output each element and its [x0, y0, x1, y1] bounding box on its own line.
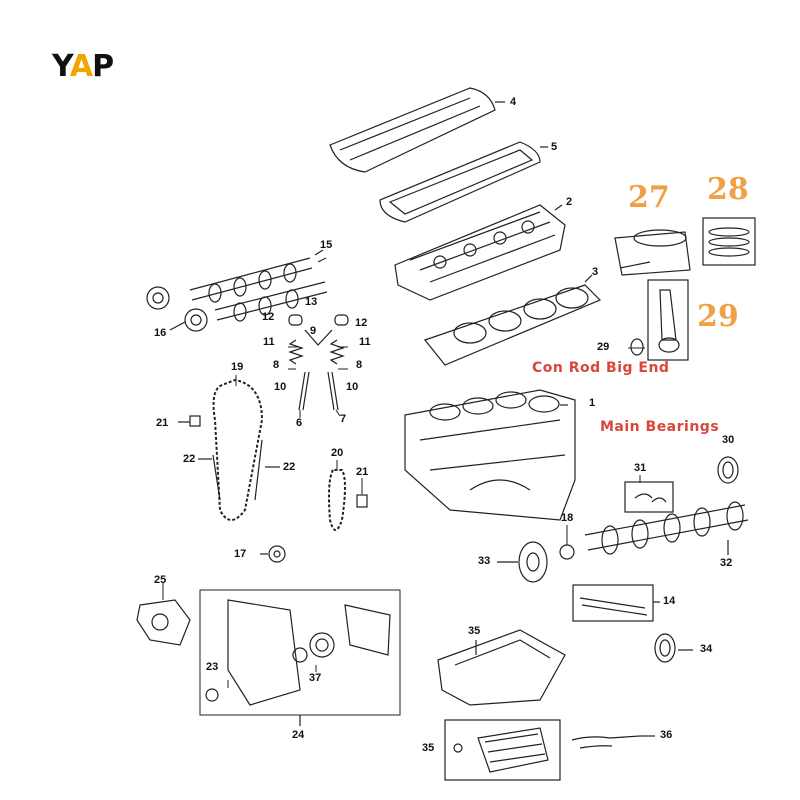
crankshaft-part — [584, 501, 749, 555]
callout-4: 4 — [510, 96, 517, 108]
callout-7: 7 — [340, 413, 347, 425]
oil-pan-part — [437, 629, 566, 706]
highlight-28: 28 — [707, 172, 749, 207]
callout-16: 16 — [154, 327, 167, 339]
timing-cover-box — [199, 589, 401, 726]
lower-oil-pan-part — [444, 719, 561, 781]
callout-3: 3 — [592, 266, 599, 278]
callout-10a: 10 — [274, 381, 287, 393]
callout-14: 14 — [663, 595, 676, 607]
rear-seal-part — [654, 633, 693, 663]
bearing-shells-part — [624, 481, 674, 513]
main-bearing-part — [717, 456, 739, 484]
note-con-rod-big-end: Con Rod Big End — [532, 360, 670, 376]
callout-1: 1 — [589, 397, 596, 409]
connecting-rod-part — [630, 279, 689, 361]
callout-13: 13 — [305, 296, 318, 308]
callout-5: 5 — [551, 141, 558, 153]
valve-cover-part — [329, 87, 505, 173]
callout-29: 29 — [597, 341, 610, 353]
callout-2: 2 — [566, 196, 573, 208]
callout-6: 6 — [296, 417, 303, 429]
callout-24: 24 — [292, 729, 305, 741]
callout-33: 33 — [478, 555, 491, 567]
callout-23: 23 — [206, 661, 219, 673]
callout-8a: 8 — [273, 359, 280, 371]
callout-12b: 12 — [355, 317, 368, 329]
callout-21a: 21 — [156, 417, 169, 429]
highlight-29: 29 — [697, 299, 739, 334]
callout-25: 25 — [154, 574, 167, 586]
callout-11a: 11 — [263, 336, 275, 348]
callout-21b: 21 — [356, 466, 369, 478]
camshaft-part — [189, 249, 328, 322]
callout-32: 32 — [720, 557, 733, 569]
timing-chain-part — [178, 378, 280, 521]
callout-12a: 12 — [262, 311, 275, 323]
engine-block-part — [404, 389, 576, 521]
callout-22a: 22 — [183, 453, 196, 465]
cam-sprocket-part — [146, 286, 208, 332]
callout-8b: 8 — [356, 359, 363, 371]
callout-20: 20 — [331, 447, 344, 459]
balance-shaft-part — [572, 584, 660, 622]
callout-34: 34 — [700, 643, 713, 655]
callout-15: 15 — [320, 239, 333, 251]
callout-17: 17 — [234, 548, 247, 560]
crank-seal-and-pulley-part — [497, 541, 575, 583]
valve-train-part — [288, 314, 349, 411]
callout-35b: 35 — [422, 742, 435, 754]
callout-19: 19 — [231, 361, 244, 373]
brand-logo: YAP — [52, 49, 114, 84]
callout-9: 9 — [310, 325, 317, 337]
callout-31: 31 — [634, 462, 647, 474]
callout-18: 18 — [561, 512, 574, 524]
cylinder-head-part — [394, 204, 566, 301]
callout-10b: 10 — [346, 381, 359, 393]
water-pump-part — [136, 599, 191, 646]
callout-35a: 35 — [468, 625, 481, 637]
callout-36: 36 — [660, 729, 673, 741]
head-gasket-part — [423, 274, 602, 366]
note-main-bearings: Main Bearings — [600, 419, 720, 435]
crank-sprocket-part — [260, 545, 286, 563]
callout-30: 30 — [722, 434, 735, 446]
oil-pump-chain-part — [328, 469, 368, 531]
callout-11b: 11 — [359, 336, 371, 348]
cover-gasket-part — [379, 141, 548, 223]
callout-37: 37 — [309, 672, 322, 684]
oil-pickup-part — [571, 735, 655, 749]
piston-part — [614, 229, 691, 276]
callout-22b: 22 — [283, 461, 296, 473]
piston-rings-part — [702, 217, 756, 266]
highlight-27: 27 — [628, 180, 670, 215]
